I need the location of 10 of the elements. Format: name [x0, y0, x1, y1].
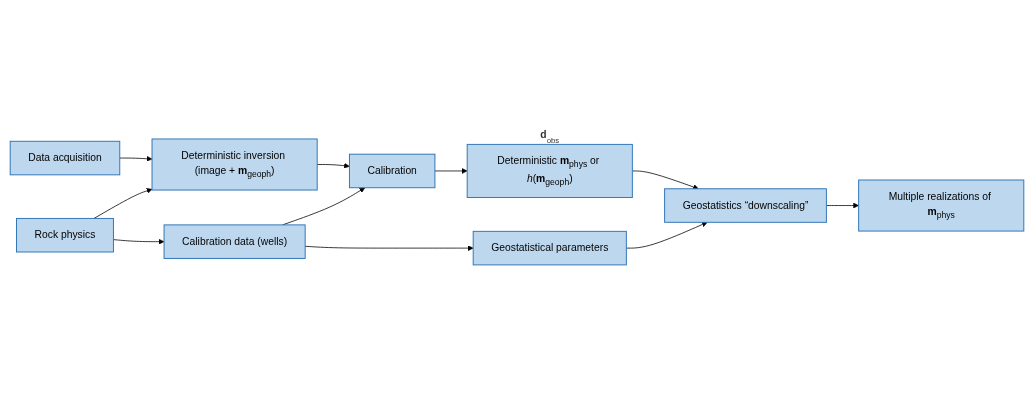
node-box: Deterministic inversion (image + m$_{geoph}$) [151, 138, 318, 191]
node-box: Calibration data (wells) [163, 224, 306, 259]
node-box: Multiple realizations of m$_{phys}$ [858, 179, 1025, 232]
node-box: Rock physics [16, 218, 114, 253]
node-box: Geostatistics “downscaling” [664, 188, 827, 223]
node-box: Deterministic m$_{phys}$ or h(m$_{geoph}$) [466, 143, 633, 199]
node-annotation: d$_{obs}$ [540, 129, 560, 145]
node-box: Geostatistical parameters [472, 230, 627, 266]
node-box: Calibration [348, 153, 436, 189]
node-box: Data acquisition [9, 140, 121, 176]
